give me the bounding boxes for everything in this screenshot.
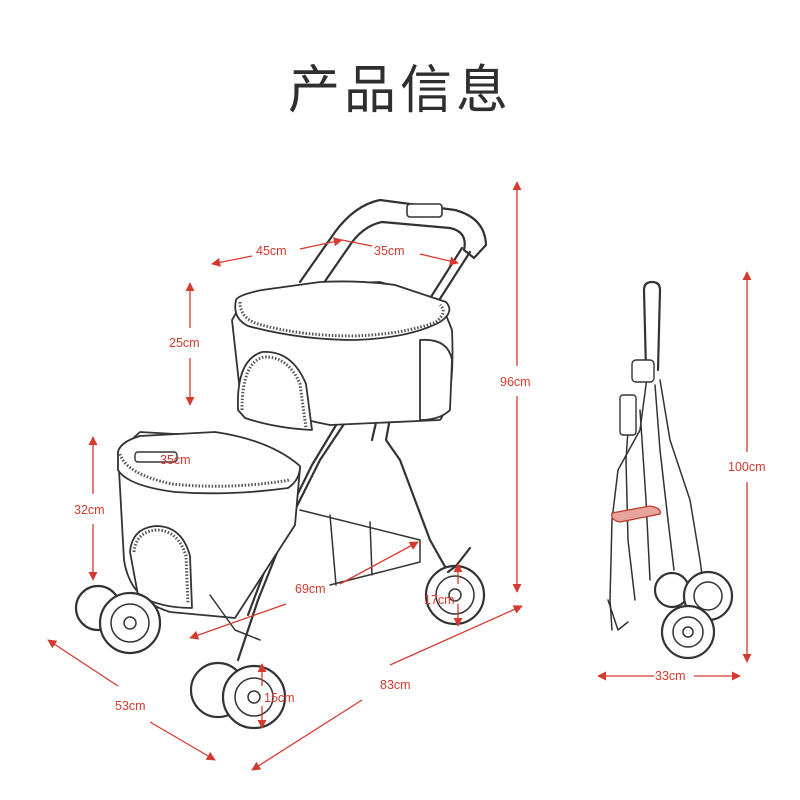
page-title: 产品信息 bbox=[287, 61, 512, 121]
front-wheel bbox=[189, 661, 287, 730]
dimension-labels: 45cm 35cm 25cm 35cm 32cm 69cm 17cm 15cm … bbox=[74, 244, 766, 713]
label-total-height: 96cm bbox=[500, 375, 531, 389]
label-front-wheel: 15cm bbox=[264, 691, 295, 705]
rear-wheel-left bbox=[74, 584, 162, 655]
label-bag-height: 25cm bbox=[169, 336, 200, 350]
label-rear-wheel: 17cm bbox=[424, 593, 455, 607]
dimension-arrows bbox=[47, 181, 752, 771]
basket-frame bbox=[299, 509, 421, 586]
upper-carrier-bag bbox=[231, 280, 454, 431]
label-base-length: 69cm bbox=[295, 582, 326, 596]
label-seat-height: 32cm bbox=[74, 503, 105, 517]
handle-bar bbox=[298, 198, 488, 302]
stroller-unfolded bbox=[74, 198, 488, 730]
handle-grip bbox=[406, 203, 443, 218]
label-total-width: 53cm bbox=[115, 699, 146, 713]
label-bag-width: 35cm bbox=[374, 244, 405, 258]
stroller-folded bbox=[607, 280, 734, 660]
lower-seat bbox=[117, 431, 301, 619]
label-seat-width: 35cm bbox=[160, 453, 191, 467]
label-bag-length: 45cm bbox=[256, 244, 287, 258]
label-folded-height: 100cm bbox=[728, 460, 766, 474]
fold-latch bbox=[611, 505, 661, 523]
label-folded-width: 33cm bbox=[655, 669, 686, 683]
label-total-length: 83cm bbox=[380, 678, 411, 692]
